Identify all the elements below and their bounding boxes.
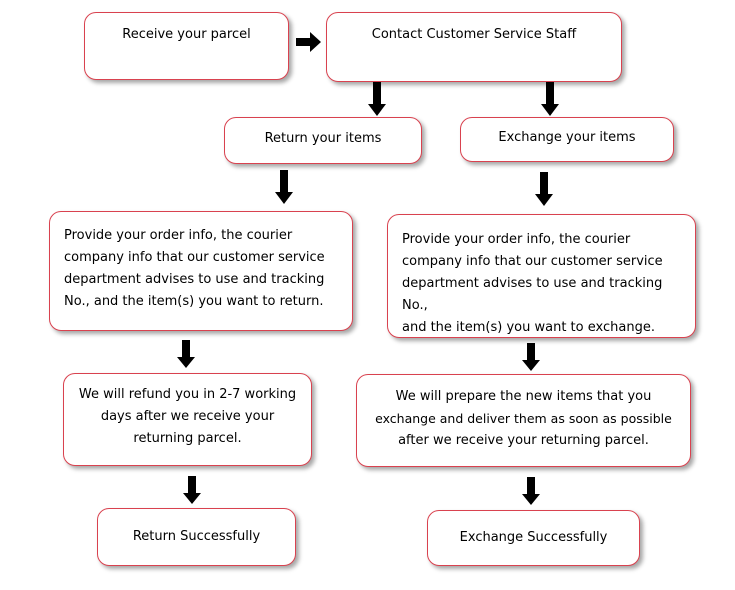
node-exchange-items-label: Exchange your items: [498, 130, 636, 145]
node-refund: We will refund you in 2-7 working days a…: [63, 373, 312, 466]
node-prepare-line: after we receive your returning parcel.: [398, 433, 649, 448]
arrow-down-icon: [368, 82, 386, 116]
arrow-down-icon: [535, 172, 553, 206]
node-return-info: Provide your order info, the courier com…: [49, 211, 353, 331]
node-return-items-label: Return your items: [264, 131, 382, 146]
node-return-info-line: department advises to use and tracking: [64, 272, 325, 287]
node-receive-parcel: Receive your parcel: [84, 12, 289, 80]
arrow-right-icon: [296, 32, 321, 52]
node-exchange-info: Provide your order info, the courier com…: [387, 214, 696, 338]
arrow-down-icon: [522, 343, 540, 371]
node-exchange-info-line: department advises to use and tracking N…: [402, 276, 663, 313]
arrow-down-icon: [275, 170, 293, 204]
node-exchange-info-line: company info that our customer service: [402, 254, 663, 269]
node-exchange-items: Exchange your items: [460, 117, 674, 162]
node-return-items: Return your items: [224, 117, 422, 164]
arrow-down-icon: [183, 476, 201, 504]
node-exchange-success-label: Exchange Successfully: [459, 530, 608, 545]
node-refund-line: We will refund you in 2-7 working: [78, 387, 297, 402]
node-contact-staff: Contact Customer Service Staff: [326, 12, 622, 82]
arrow-down-icon: [522, 477, 540, 505]
node-prepare-line: exchange and deliver them as soon as pos…: [375, 411, 672, 426]
node-return-info-line: Provide your order info, the courier: [64, 228, 293, 243]
node-return-success: Return Successfully: [97, 508, 296, 566]
node-return-success-label: Return Successfully: [132, 529, 261, 544]
node-receive-parcel-label: Receive your parcel: [122, 27, 251, 42]
node-return-info-line: company info that our customer service: [64, 250, 325, 265]
node-contact-staff-label: Contact Customer Service Staff: [371, 27, 577, 42]
node-return-info-line: No., and the item(s) you want to return.: [64, 294, 324, 309]
arrow-down-icon: [541, 82, 559, 116]
node-prepare: We will prepare the new items that you e…: [356, 374, 691, 467]
arrow-down-icon: [177, 340, 195, 368]
node-exchange-success: Exchange Successfully: [427, 510, 640, 566]
node-prepare-line: We will prepare the new items that you: [395, 389, 652, 404]
node-exchange-info-line: and the item(s) you want to exchange.: [402, 320, 655, 335]
node-exchange-info-line: Provide your order info, the courier: [402, 232, 631, 247]
node-refund-line: returning parcel.: [133, 431, 242, 446]
node-refund-line: days after we receive your: [100, 409, 275, 424]
